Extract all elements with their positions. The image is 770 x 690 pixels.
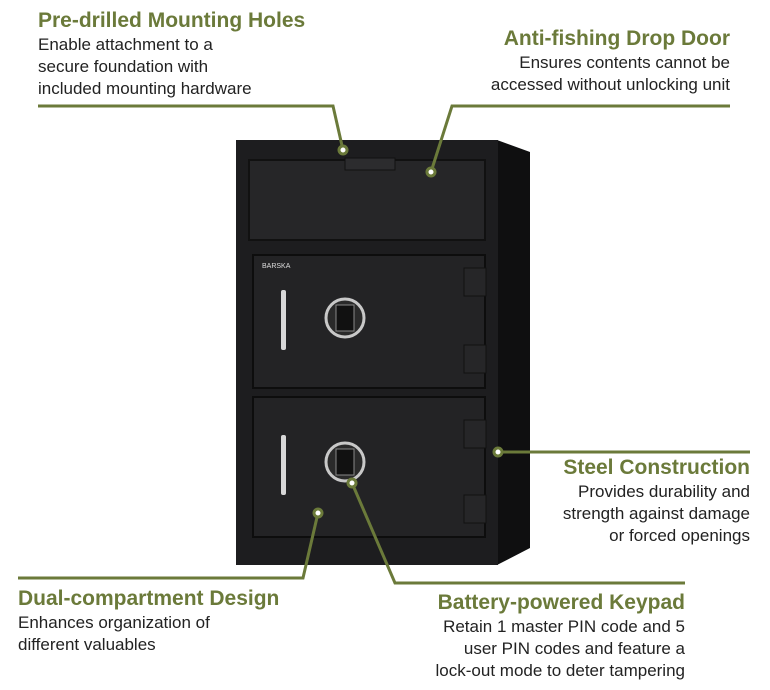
- hinge: [463, 267, 487, 297]
- safe-side-panel: [497, 140, 530, 565]
- door-handle: [281, 290, 286, 350]
- hinge: [463, 344, 487, 374]
- callout-title: Anti-fishing Drop Door: [503, 27, 730, 50]
- drop-door: [248, 159, 486, 241]
- brand-logo: BARSKA: [262, 263, 291, 270]
- callout-title: Battery-powered Keypad: [437, 591, 685, 614]
- callout-dot: [425, 166, 437, 178]
- upper-door: [252, 254, 486, 389]
- callout-text: lock-out mode to deter tampering: [435, 661, 685, 680]
- callout-line-dual: [18, 512, 320, 580]
- drop-door-handle: [344, 157, 396, 171]
- callout-dual: Dual-compartment Design Enhances organiz…: [18, 586, 279, 656]
- callout-text: user PIN codes and feature a: [463, 639, 685, 658]
- callout-line-mounting: [38, 104, 345, 151]
- callout-line-drop-door: [429, 104, 730, 173]
- callout-text: Ensures contents cannot be: [519, 53, 730, 72]
- callout-text: Enhances organization of: [18, 613, 210, 632]
- callout-drop-door: Anti-fishing Drop Door Ensures contents …: [491, 26, 730, 96]
- callout-text: different valuables: [18, 635, 156, 654]
- callout-text: or forced openings: [609, 526, 750, 545]
- callout-title: Steel Construction: [563, 456, 750, 479]
- callout-text: included mounting hardware: [38, 79, 252, 98]
- callout-title: Dual-compartment Design: [18, 587, 280, 610]
- callout-keypad: Battery-powered Keypad Retain 1 master P…: [436, 590, 685, 682]
- callout-steel: Steel Construction Provides durability a…: [563, 455, 750, 547]
- callout-dot: [346, 477, 358, 489]
- callout-dot: [492, 446, 504, 458]
- hinge: [463, 419, 487, 449]
- hinge: [463, 494, 487, 524]
- callout-text: accessed without unlocking unit: [490, 75, 730, 94]
- callout-dot: [312, 507, 324, 519]
- callout-text: Enable attachment to a: [38, 35, 213, 54]
- callout-text: Retain 1 master PIN code and 5: [443, 617, 685, 636]
- keypad-buttons: [335, 448, 355, 476]
- callout-text: strength against damage: [562, 504, 750, 523]
- callout-text: Provides durability and: [578, 482, 750, 501]
- callout-dot: [337, 144, 349, 156]
- callout-title: Pre-drilled Mounting Holes: [38, 9, 306, 32]
- door-handle: [281, 435, 286, 495]
- callout-line-keypad: [350, 482, 685, 585]
- callout-text: secure foundation with: [38, 57, 209, 76]
- callout-mounting: Pre-drilled Mounting Holes Enable attach…: [38, 8, 305, 100]
- lower-door: [252, 396, 486, 538]
- keypad-buttons: [335, 304, 355, 332]
